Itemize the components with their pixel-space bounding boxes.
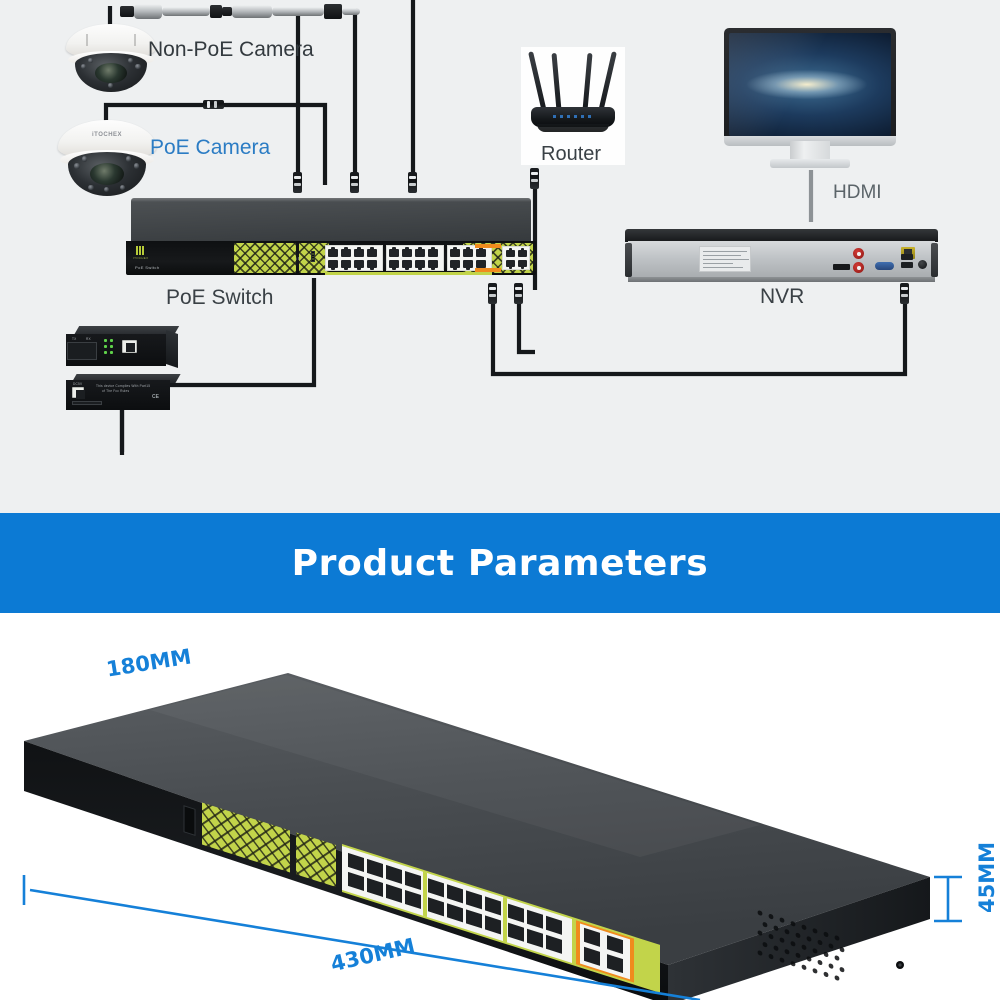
converter-rx-label: RX bbox=[86, 337, 91, 341]
rj45-connector-sw-3 bbox=[408, 172, 417, 193]
dimensions-section: ITOCHEX PoE Switch af/at 1236 Power Supp… bbox=[0, 613, 1000, 1000]
monitor-bezel bbox=[724, 28, 896, 141]
rj45-connector-router bbox=[530, 168, 539, 189]
router-led-strip bbox=[553, 115, 595, 118]
converter-sfp-cage bbox=[67, 342, 97, 360]
camera-seam-left bbox=[85, 33, 88, 46]
router-device bbox=[521, 47, 625, 165]
dimension-lines bbox=[22, 875, 962, 1000]
rj45-connector-nvr bbox=[900, 283, 909, 304]
rj45-connector-sw-1 bbox=[293, 172, 302, 193]
converter-tx-label: TX bbox=[72, 337, 77, 341]
port-block-1 bbox=[325, 245, 383, 271]
brand-logo-text: ITOCHEX bbox=[133, 256, 149, 260]
camera-brand-text: iTOCHEX bbox=[91, 132, 123, 139]
nvr-top-cover bbox=[625, 229, 938, 242]
switch-front-panel-content bbox=[183, 802, 660, 993]
vga-port bbox=[875, 262, 894, 270]
nvr-rear-panel bbox=[628, 241, 935, 279]
monitor-foot bbox=[770, 159, 850, 168]
nvr-bracket-right bbox=[931, 243, 938, 277]
poe-switch-device-top: ITOCHEX PoE Switch af/at 1236 Power Supp… bbox=[126, 198, 536, 278]
converter-notice-line2: of The Fcc Rules bbox=[102, 389, 130, 393]
brand-logo-icon bbox=[136, 246, 145, 255]
rear-vent-holes bbox=[757, 910, 845, 981]
converter-upper-rj45 bbox=[122, 340, 137, 353]
uplink-port-block bbox=[502, 246, 530, 270]
power-jack bbox=[918, 260, 927, 269]
usb-port-lower bbox=[901, 262, 913, 268]
switch-right-side bbox=[668, 877, 930, 1000]
cable-switch-to-nvr-b bbox=[516, 290, 535, 355]
switch-top-highlight bbox=[131, 198, 531, 202]
converter-lower-connectors bbox=[72, 401, 102, 405]
banner-title: Product Parameters bbox=[291, 542, 709, 584]
poe-camera-device: iTOCHEX bbox=[58, 120, 156, 196]
camera-dome-glass bbox=[75, 52, 147, 92]
hdmi-label: HDMI bbox=[833, 182, 882, 203]
poe-camera-label: PoE Camera bbox=[150, 136, 271, 159]
switch-model-text: PoE Switch bbox=[135, 265, 160, 270]
monitor-neck bbox=[790, 141, 830, 161]
status-led-column bbox=[311, 251, 315, 262]
converter-lower-rj45 bbox=[72, 387, 85, 399]
non-poe-camera-label: Non-PoE Camera bbox=[148, 38, 314, 61]
monitor-device bbox=[724, 28, 896, 176]
vent-mesh-a bbox=[234, 243, 296, 273]
media-converter-stack: This device Complies With Part15 of The … bbox=[52, 318, 200, 410]
nvr-base-shadow bbox=[628, 277, 935, 282]
converter-notice-line1: This device Complies With Part15 bbox=[96, 384, 151, 388]
cable-switch-to-nvr-a bbox=[490, 290, 908, 377]
ce-mark-icon: CE bbox=[152, 394, 159, 400]
switch-perspective-illustration bbox=[22, 673, 962, 1000]
rj45-coupler-poe bbox=[203, 100, 224, 109]
monitor-screen bbox=[729, 33, 891, 136]
rj45-connector-sw-4 bbox=[488, 283, 497, 304]
rj45-connector-sw-2 bbox=[350, 172, 359, 193]
audio-out-port bbox=[853, 248, 864, 259]
switch-front-panel: ITOCHEX PoE Switch af/at 1236 Power Supp… bbox=[126, 241, 536, 275]
camera-seam-right bbox=[134, 33, 137, 46]
usb-port-upper bbox=[901, 254, 913, 260]
non-poe-camera-device bbox=[66, 24, 156, 92]
camera-lens bbox=[89, 163, 125, 186]
router-label: Router bbox=[541, 143, 602, 165]
audio-in-port bbox=[853, 262, 864, 273]
power-adapter-assembly bbox=[120, 0, 360, 24]
poe-switch-label: PoE Switch bbox=[166, 286, 274, 309]
nvr-label: NVR bbox=[760, 285, 805, 308]
converter-power-label: DC5V bbox=[73, 382, 83, 386]
topology-diagram-section: Non-PoE Camera iTOCHEX PoE Camera bbox=[0, 0, 1000, 513]
port-block-2 bbox=[386, 245, 444, 271]
camera-lens bbox=[95, 62, 127, 83]
hdmi-port bbox=[833, 264, 850, 270]
camera-dome-glass bbox=[67, 151, 147, 196]
nvr-rating-label bbox=[699, 246, 751, 272]
height-dimension-label: 45MM bbox=[975, 841, 999, 913]
nvr-device bbox=[625, 229, 938, 285]
nvr-bracket-left bbox=[625, 243, 632, 277]
switch-top-surface bbox=[24, 673, 930, 965]
rj45-connector-sw-5 bbox=[514, 283, 523, 304]
router-body bbox=[531, 107, 615, 132]
product-parameters-banner: Product Parameters bbox=[0, 513, 1000, 613]
switch-top-cover bbox=[131, 198, 531, 243]
